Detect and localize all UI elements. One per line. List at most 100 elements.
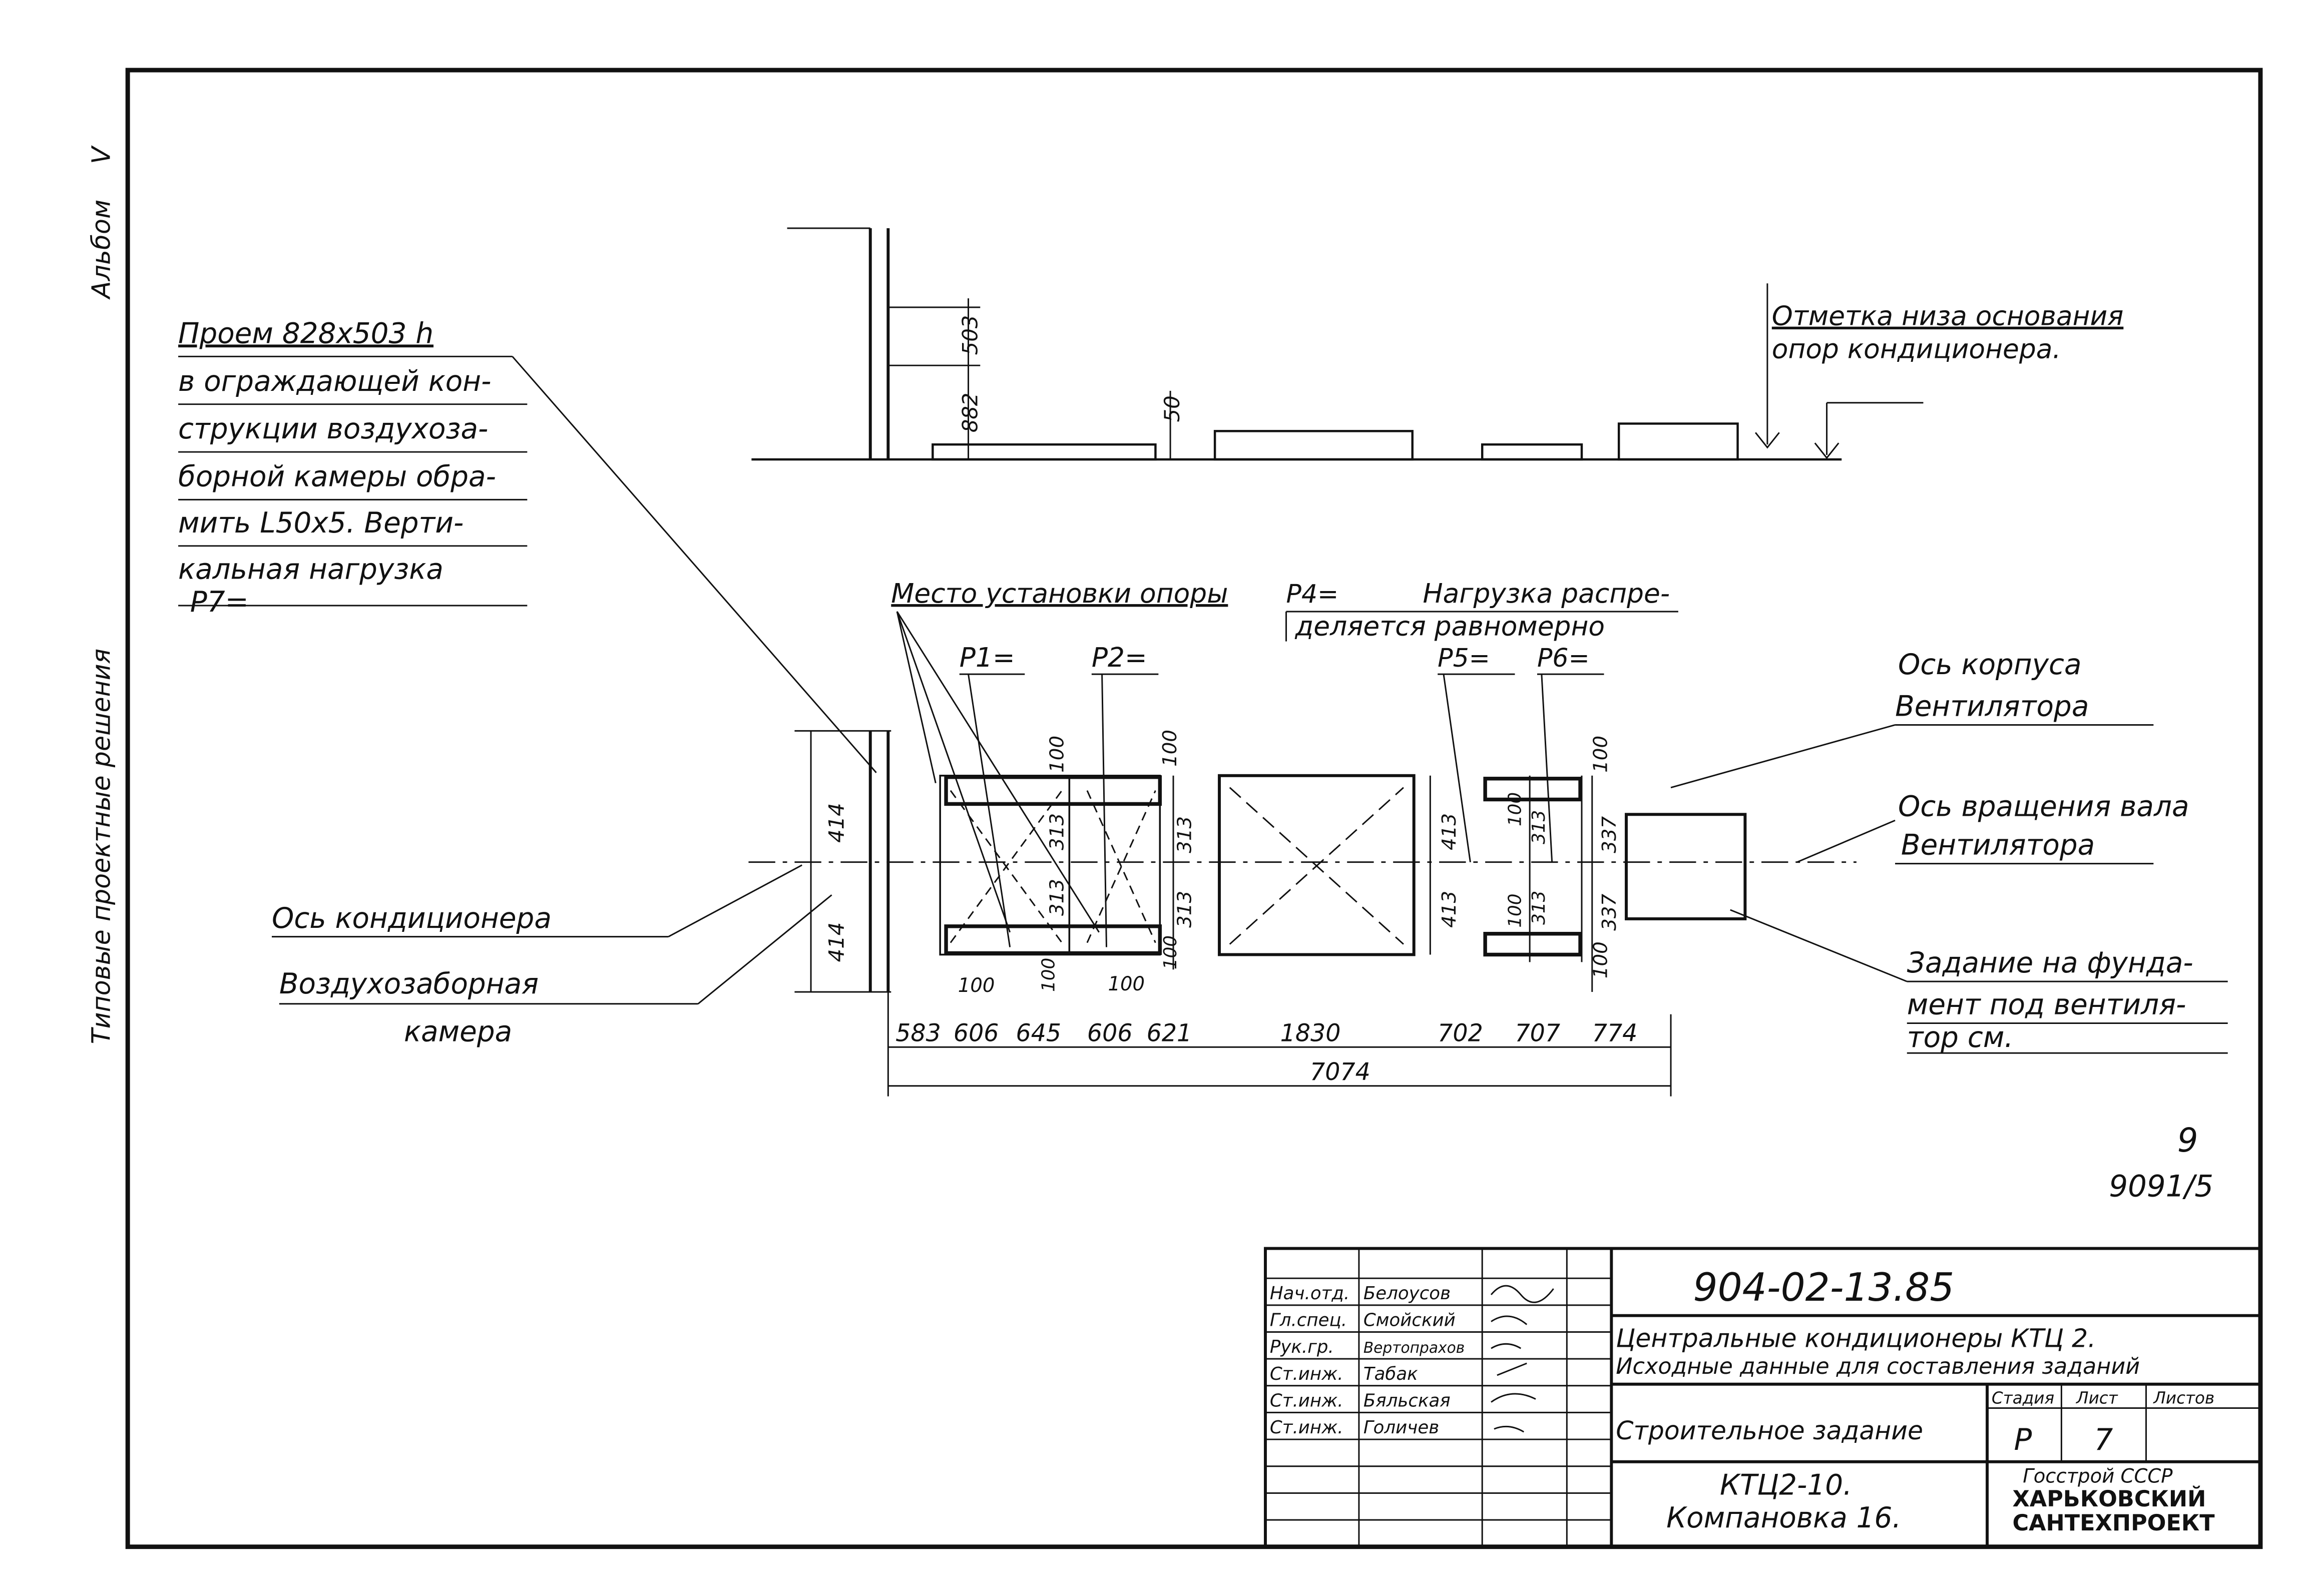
dim-p2-313-bottom: 313: [1174, 891, 1196, 928]
dim-413-top: 413: [1438, 813, 1461, 850]
dim-p1-100-h: 100: [958, 974, 995, 997]
dim-r100-bottom: 100: [1505, 894, 1525, 928]
org-line-3: САНТЕХПРОЕКТ: [2012, 1510, 2215, 1536]
p5-label: P5=: [1438, 643, 1490, 673]
dim-p1-313-top: 313: [1046, 813, 1069, 850]
sheet-value: 7: [2094, 1423, 2113, 1457]
cond-axis-label: Ось кондиционера: [272, 902, 552, 935]
fan-shaft-axis-1: Ось вращения вала: [1898, 790, 2189, 823]
page-ref-code: 9091/5: [2109, 1169, 2213, 1204]
base-level-note-2: опор кондиционера.: [1772, 333, 2061, 364]
opening-note: Проем 828x503 h в ограждающей кон- струк…: [178, 317, 877, 773]
name-3: Вертопрахов: [1363, 1339, 1465, 1357]
dim-882: 882: [958, 393, 982, 433]
dim-total: 7074: [1310, 1058, 1370, 1086]
opening-line-2: в ограждающей кон-: [178, 365, 491, 398]
sheet-title: Строительное задание: [1616, 1416, 1923, 1445]
dim-702: 702: [1438, 1019, 1483, 1047]
series-label: Типовые проектные решения: [87, 649, 116, 1044]
album-label: Альбом: [87, 200, 116, 300]
dim-p1-100-top: 100: [1046, 736, 1069, 773]
fan-body-axis-1: Ось корпуса: [1898, 649, 2082, 681]
stage-value: Р: [2014, 1423, 2032, 1457]
p2-label: P2=: [1092, 642, 1147, 673]
name-1: Белоусов: [1363, 1283, 1451, 1304]
dim-r100-top: 100: [1505, 792, 1525, 826]
name-4: Табак: [1363, 1364, 1418, 1384]
role-3: Рук.гр.: [1270, 1337, 1334, 1357]
signature-scribble: [1490, 1285, 1554, 1433]
dim-1830: 1830: [1280, 1019, 1341, 1047]
dim-50: 50: [1160, 395, 1184, 422]
p6-label: P6=: [1537, 643, 1590, 673]
dim-r313-bottom: 313: [1529, 891, 1549, 925]
dim-r100-lower: 100: [1590, 941, 1612, 978]
org-line-1: Госстрой СССР: [2023, 1465, 2173, 1487]
title-block: Нач.отд. Гл.спец. Рук.гр. Ст.инж. Ст.инж…: [1264, 1247, 2262, 1548]
name-5: Бяльская: [1363, 1390, 1451, 1411]
intake-label-1: Воздухозаборная: [279, 968, 539, 1000]
dim-p2-313-top: 313: [1174, 816, 1196, 853]
base-level-note: Отметка низа основания: [1772, 300, 2124, 332]
opening-line-6: кальная нагрузка: [178, 553, 443, 586]
dim-337-bottom: 337: [1598, 893, 1621, 930]
page-ref-number: 9: [2177, 1122, 2198, 1160]
dim-645: 645: [1016, 1019, 1062, 1047]
dim-r313-top: 313: [1529, 810, 1549, 844]
dim-r100-upper: 100: [1590, 736, 1612, 773]
p1-label: P1=: [960, 642, 1015, 673]
dim-p2-100-h: 100: [1108, 973, 1145, 995]
dim-413-bottom: 413: [1438, 891, 1461, 928]
drawing-name-2: Компановка 16.: [1666, 1502, 1901, 1534]
role-2: Гл.спец.: [1270, 1310, 1347, 1330]
role-6: Ст.инж.: [1270, 1417, 1343, 1438]
opening-line-3: струкции воздухоза-: [178, 413, 488, 445]
org-line-2: ХАРЬКОВСКИЙ: [2012, 1485, 2206, 1512]
drawing-name-1: КТЦ2-10.: [1720, 1469, 1852, 1501]
right-notes: Ось корпуса Вентилятора Ось вращения вал…: [1670, 649, 2228, 1054]
col-sheets: Листов: [2153, 1388, 2214, 1407]
foundation-task-2: мент под вентиля-: [1907, 989, 2186, 1021]
support-place-label: Место установки опоры: [891, 578, 1228, 609]
elevation-view: 882 503 50 Отметка низа основания опор к…: [751, 227, 2124, 461]
dim-621: 621: [1147, 1019, 1192, 1047]
dim-774: 774: [1592, 1019, 1638, 1047]
foundation-task-3: тор см.: [1907, 1021, 2013, 1054]
title-line-2: Исходные данные для составления заданий: [1616, 1353, 2140, 1379]
dim-707: 707: [1515, 1019, 1560, 1047]
cond-axis-note: Ось кондиционера: [272, 864, 802, 938]
opening-line-5: мить L50x5. Верти-: [178, 507, 464, 540]
fan-body-axis-2: Вентилятора: [1895, 690, 2089, 723]
dim-414-bottom: 414: [824, 922, 848, 962]
dim-414-top: 414: [824, 803, 848, 843]
drawing-frame: [125, 68, 2263, 1549]
role-5: Ст.инж.: [1270, 1390, 1343, 1411]
dim-606a: 606: [954, 1019, 999, 1047]
opening-line-4: борной камеры обра-: [178, 460, 496, 493]
dim-503: 503: [958, 315, 982, 355]
name-2: Смойский: [1363, 1310, 1456, 1330]
name-6: Голичев: [1363, 1417, 1439, 1438]
plan-view: 414 414 100 313 313 100 100 100 313 313 …: [748, 578, 1857, 1097]
dim-606b: 606: [1087, 1019, 1133, 1047]
dim-p2-100-v: 100: [1160, 935, 1181, 969]
fan-shaft-axis-2: Вентилятора: [1901, 829, 2095, 862]
dim-p1-100-v: 100: [1039, 958, 1059, 992]
title-line-1: Центральные кондиционеры КТЦ 2.: [1616, 1323, 2096, 1353]
intake-note: Воздухозаборная камера: [279, 894, 832, 1048]
role-1: Нач.отд.: [1270, 1283, 1349, 1304]
drawing-code: 904-02-13.85: [1693, 1265, 1955, 1310]
album-number: V: [87, 145, 116, 164]
opening-line-7: P7=: [190, 586, 249, 619]
col-sheet: Лист: [2076, 1388, 2118, 1407]
load-dist-2: деляется равномерно: [1294, 611, 1605, 642]
dim-337-top: 337: [1598, 816, 1621, 853]
dim-p2-100-top: 100: [1159, 730, 1181, 767]
dim-583: 583: [895, 1019, 941, 1047]
load-dist-1: Нагрузка распре-: [1423, 578, 1670, 609]
dim-p1-313-bottom: 313: [1046, 879, 1069, 916]
intake-label-2: камера: [404, 1015, 512, 1048]
opening-line-1: Проем 828x503 h: [178, 317, 433, 350]
p4-label: P4=: [1286, 579, 1339, 609]
